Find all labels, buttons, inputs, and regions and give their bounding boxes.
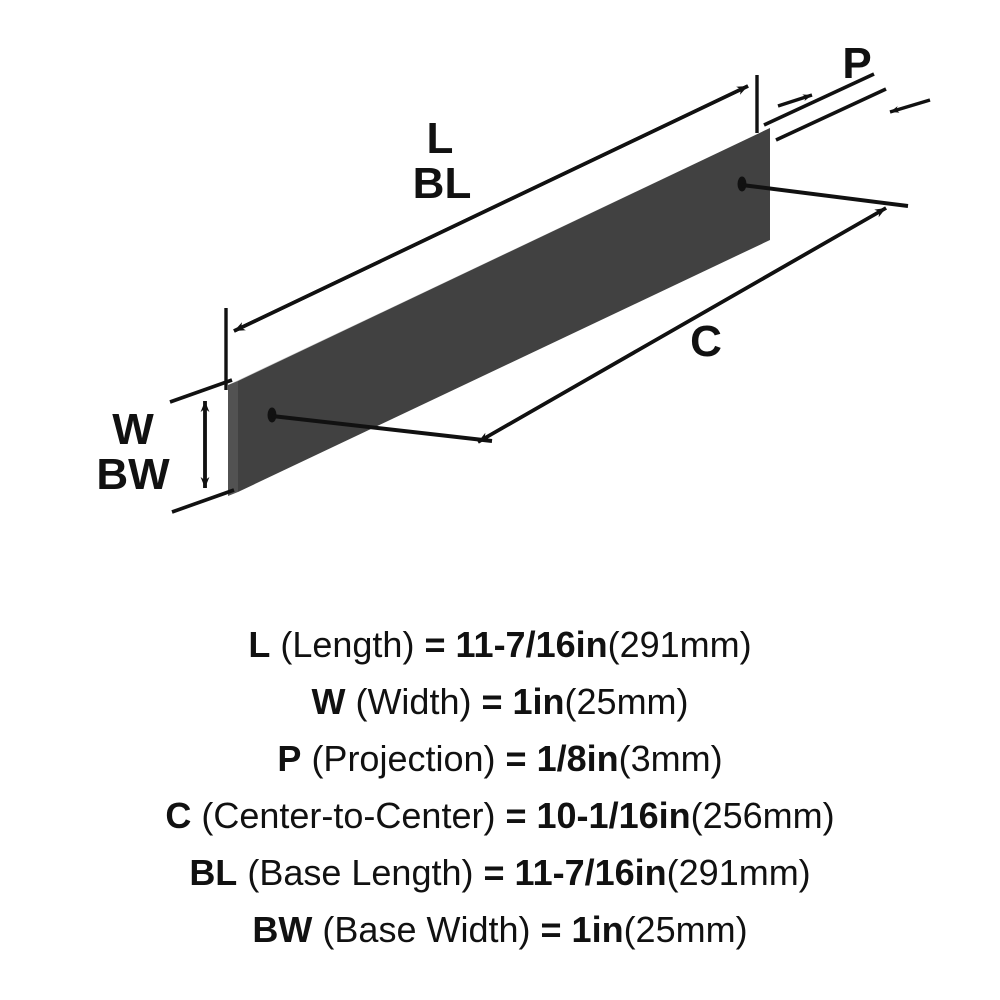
spec-name: (Base Length) [247, 852, 474, 893]
base-width-label: BW [96, 450, 170, 499]
spec-row-base-length: BL (Base Length) = 11-7/16in(291mm) [189, 844, 810, 901]
spec-symbol: P [277, 738, 302, 779]
width-label: W [112, 405, 154, 454]
mounting-hole-right-icon [737, 176, 747, 192]
spec-metric: (291mm) [666, 852, 811, 893]
spec-value: 11-7/16in [514, 852, 667, 893]
spec-equals: = [483, 852, 505, 893]
bar-end-cap [228, 381, 238, 496]
spec-row-length: L (Length) = 11-7/16in(291mm) [248, 616, 751, 673]
spec-row-center-to-center: C (Center-to-Center) = 10-1/16in(256mm) [165, 787, 834, 844]
spec-row-projection: P (Projection) = 1/8in(3mm) [277, 730, 722, 787]
center-to-center-dimension [271, 183, 909, 444]
spec-name: (Width) [355, 681, 472, 722]
diagram-canvas: L BL P W BW [96, 39, 931, 514]
projection-extension-lower [775, 87, 887, 142]
spec-name: (Length) [280, 624, 415, 665]
spec-equals: = [424, 624, 446, 665]
spec-metric: (25mm) [564, 681, 689, 722]
spec-equals: = [481, 681, 503, 722]
spec-equals: = [505, 795, 527, 836]
spec-metric: (3mm) [618, 738, 723, 779]
length-dimension [224, 75, 759, 390]
projection-arrow-left [777, 93, 813, 108]
spec-metric: (25mm) [623, 909, 748, 950]
mounting-holes [267, 176, 747, 423]
center-dimension-line-right [477, 206, 887, 444]
spec-row-width: W (Width) = 1in(25mm) [311, 673, 688, 730]
spec-metric: (256mm) [690, 795, 835, 836]
center-leader-left [271, 414, 493, 443]
length-dimension-line-arrow-right [233, 84, 749, 333]
mounting-hole-left-icon [267, 407, 277, 423]
spec-name: (Center-to-Center) [201, 795, 496, 836]
spec-value: 1/8in [536, 738, 619, 779]
spec-symbol: L [248, 624, 271, 665]
projection-dimension [763, 72, 931, 142]
spec-symbol: W [311, 681, 346, 722]
width-dimension [169, 378, 235, 514]
center-leader-right [741, 183, 909, 208]
projection-arrow-right [889, 98, 931, 114]
spec-row-base-width: BW (Base Width) = 1in(25mm) [252, 901, 747, 958]
length-label: L [427, 114, 454, 163]
product-dimension-diagram: L BL P W BW [96, 39, 931, 514]
spec-value: 1in [512, 681, 565, 722]
spec-name: (Base Width) [322, 909, 531, 950]
spec-value: 11-7/16in [455, 624, 608, 665]
spec-value: 10-1/16in [536, 795, 691, 836]
spec-equals: = [540, 909, 562, 950]
spec-symbol: BW [252, 909, 313, 950]
spec-name: (Projection) [311, 738, 496, 779]
spec-symbol: BL [189, 852, 238, 893]
bar-front-face [238, 128, 770, 492]
base-length-label: BL [413, 159, 472, 208]
pull-bar-solid [228, 128, 770, 496]
projection-label: P [842, 39, 871, 88]
specification-list: L (Length) = 11-7/16in(291mm) W (Width) … [0, 600, 1000, 1000]
spec-equals: = [505, 738, 527, 779]
width-extension-top [169, 378, 233, 404]
spec-value: 1in [571, 909, 624, 950]
projection-extension-upper [763, 72, 875, 127]
center-to-center-label: C [690, 317, 722, 366]
width-extension-bottom [171, 488, 235, 514]
spec-symbol: C [165, 795, 192, 836]
spec-metric: (291mm) [607, 624, 752, 665]
